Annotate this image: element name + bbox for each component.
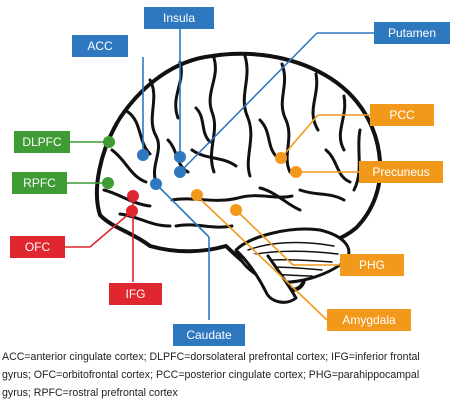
connector-phg bbox=[235, 209, 294, 266]
label-ofc: OFC bbox=[10, 236, 65, 258]
label-acc: ACC bbox=[72, 35, 128, 57]
marker-ofc bbox=[126, 205, 138, 217]
brain-folds bbox=[102, 54, 362, 229]
connector-amygdala bbox=[196, 195, 328, 321]
label-amygdala: Amygdala bbox=[327, 309, 411, 331]
label-phg: PHG bbox=[340, 254, 404, 276]
marker-caudate bbox=[150, 178, 162, 190]
marker-amygdala bbox=[191, 189, 203, 201]
connector-caudate bbox=[155, 183, 210, 238]
label-precuneus: Precuneus bbox=[359, 161, 443, 183]
marker-phg bbox=[230, 204, 242, 216]
marker-precuneus bbox=[290, 166, 302, 178]
connector-putamen-diag bbox=[179, 32, 318, 173]
region-markers bbox=[102, 136, 302, 217]
marker-acc bbox=[137, 149, 149, 161]
connector-ofc-diag bbox=[89, 211, 132, 248]
caption-line-1: ACC=anterior cingulate cortex; DLPFC=dor… bbox=[2, 351, 420, 363]
marker-pcc bbox=[275, 152, 287, 164]
label-dlpfc: DLPFC bbox=[14, 131, 70, 153]
label-pcc: PCC bbox=[370, 104, 434, 126]
caption-line-3: gyrus; RPFC=rostral prefrontal cortex bbox=[2, 387, 178, 399]
label-insula: Insula bbox=[144, 7, 214, 29]
marker-ifg bbox=[127, 190, 139, 202]
connector-pcc-diag bbox=[280, 114, 319, 159]
marker-rpfc bbox=[102, 177, 114, 189]
caption-line-2: gyrus; OFC=orbitofrontal cortex; PCC=pos… bbox=[2, 369, 420, 381]
marker-insula bbox=[174, 151, 186, 163]
figure-caption: ACC=anterior cingulate cortex; DLPFC=dor… bbox=[2, 348, 472, 402]
marker-putamen bbox=[174, 166, 186, 178]
brain-illustration bbox=[94, 51, 383, 304]
label-caudate: Caudate bbox=[173, 324, 245, 346]
label-rpfc: RPFC bbox=[12, 172, 67, 194]
connector-lines bbox=[65, 29, 374, 321]
label-putamen: Putamen bbox=[374, 22, 450, 44]
label-ifg: IFG bbox=[109, 283, 162, 305]
marker-dlpfc bbox=[103, 136, 115, 148]
